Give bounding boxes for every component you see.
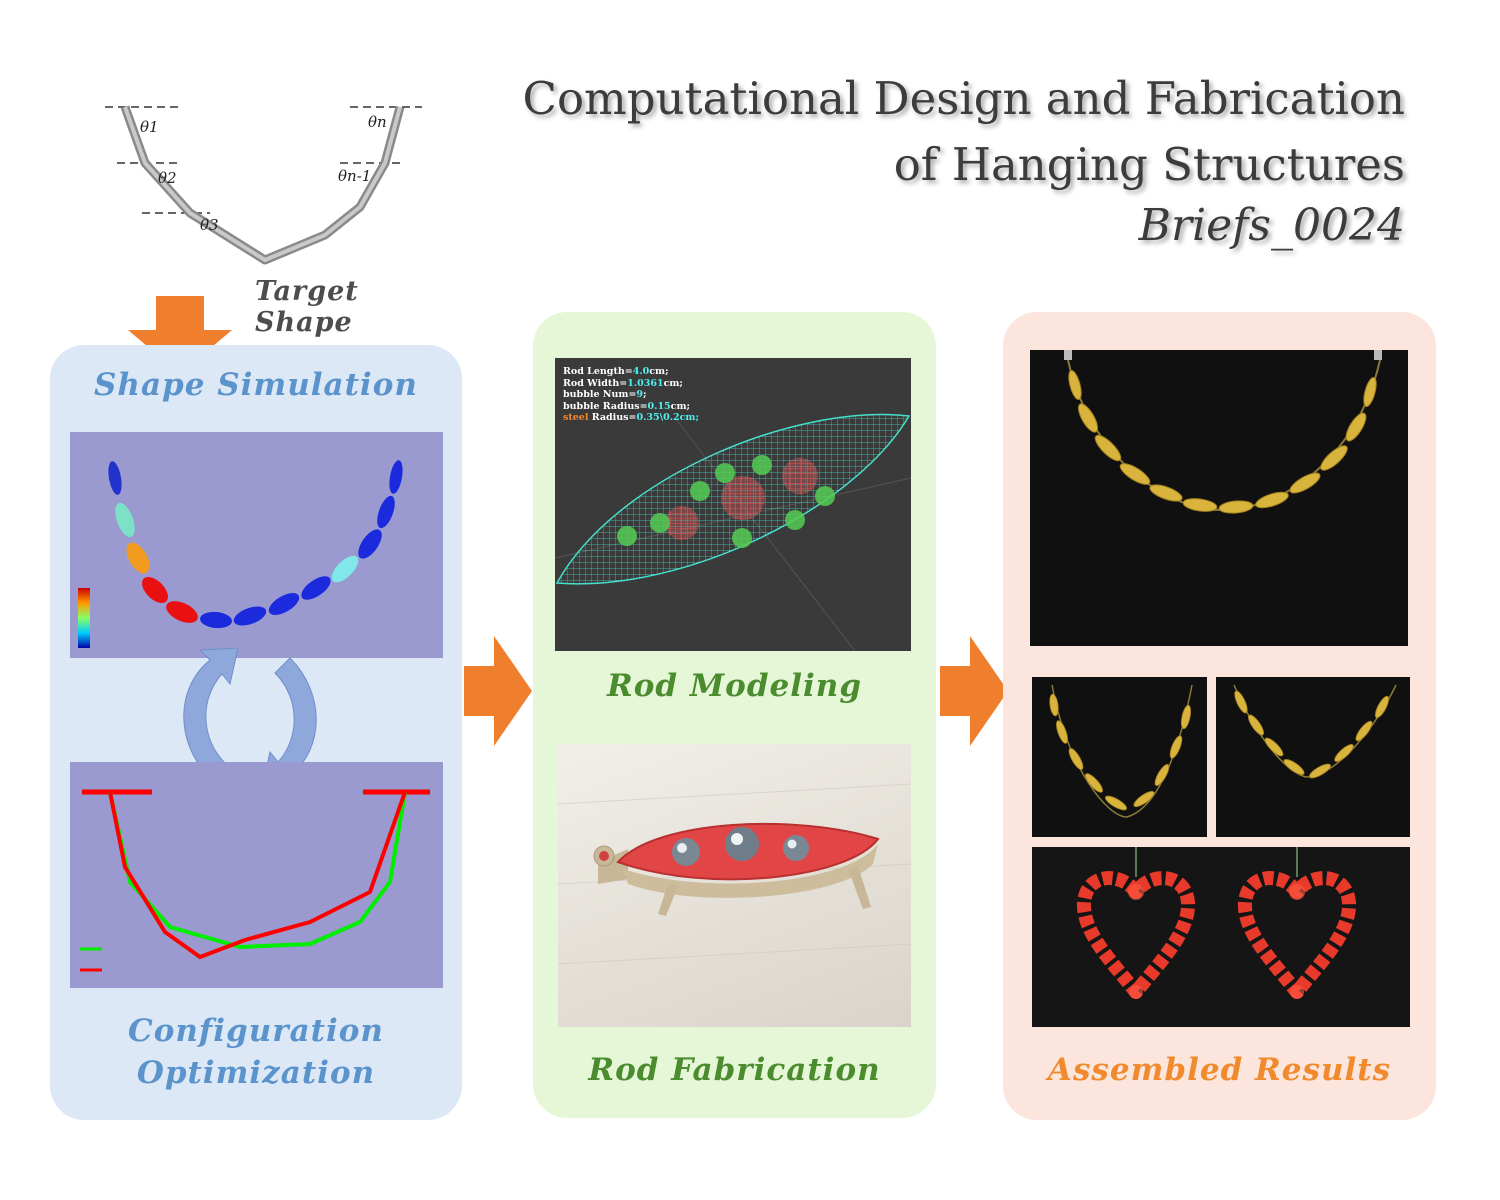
right-arrow-icon (940, 636, 1008, 746)
down-arrow-icon (128, 296, 232, 374)
angle-theta-n-1: θn-1 (338, 167, 371, 185)
assembled-results-label: Assembled Results (1047, 1052, 1392, 1088)
configuration-optimization-label: Configuration Optimization (50, 1010, 462, 1094)
rod-fabrication-label: Rod Fabrication (588, 1052, 881, 1088)
param-bubble-radius: bubble Radius=0.15cm; (563, 400, 691, 412)
angle-theta-3: θ3 (200, 216, 219, 234)
angle-theta-2: θ2 (158, 169, 177, 187)
title-line-3: Briefs_0024 (1138, 200, 1405, 251)
angle-theta-1: θ1 (140, 118, 159, 136)
necklace-photo-large (1030, 350, 1408, 646)
optimization-label-line: Optimization (136, 1055, 376, 1091)
param-steel-radius: steel Radius=0.35\0.2cm; (563, 412, 699, 423)
title-line-2: of Hanging Structures (893, 138, 1405, 191)
optimization-image (70, 762, 443, 988)
rod-modeling-image: Rod Length=4.0cm; Rod Width=1.0361cm; bu… (555, 358, 911, 651)
simulation-image (70, 432, 443, 658)
rod-fabrication-photo (558, 744, 911, 1027)
target-shape-diagram: θ1 θ2 θ3 θn θn-1 (100, 95, 430, 275)
rod-modeling-label: Rod Modeling (606, 668, 863, 704)
param-bubble-num: bubble Num=9; (563, 389, 647, 400)
shape-simulation-label: Shape Simulation (94, 367, 418, 403)
param-rod-width: Rod Width=1.0361cm; (563, 377, 683, 389)
title-line-1: Computational Design and Fabrication (522, 72, 1405, 125)
right-arrow-icon (464, 636, 532, 746)
param-rod-length: Rod Length=4.0cm; (563, 366, 669, 377)
rod-parameters: Rod Length=4.0cm; Rod Width=1.0361cm; bu… (563, 366, 699, 424)
color-bar (78, 588, 90, 648)
heart-necklaces-photo (1032, 847, 1410, 1027)
target-shape-label: Target Shape (255, 276, 359, 338)
necklace-photo-small-left (1032, 677, 1207, 837)
necklace-photo-small-right (1216, 677, 1410, 837)
configuration-label-line: Configuration (128, 1013, 384, 1049)
angle-theta-n: θn (368, 113, 387, 131)
